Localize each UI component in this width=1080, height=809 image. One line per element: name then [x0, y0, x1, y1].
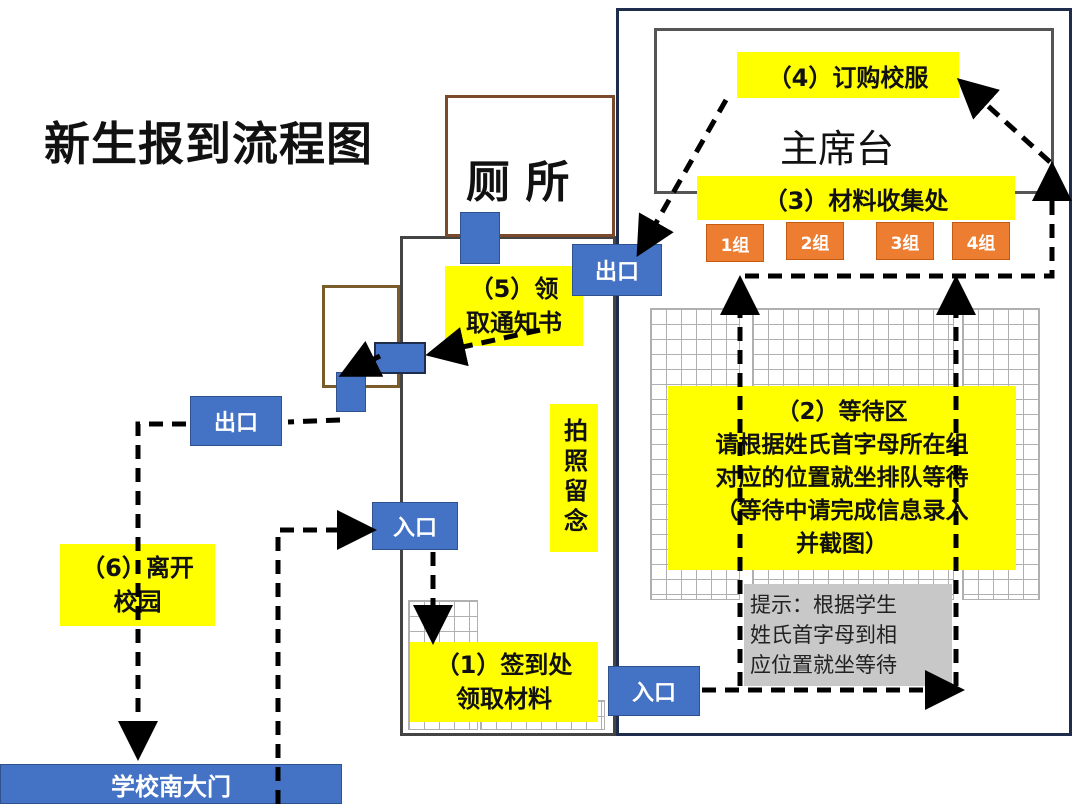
- step-2-line-3: 对应的位置就坐排队等待: [715, 464, 969, 491]
- group-4-badge: 4组: [952, 222, 1010, 260]
- step-1-line-1: （1）签到处: [435, 651, 573, 679]
- step-3-collection: （3）材料收集处: [697, 176, 1015, 220]
- middle-building: [400, 236, 616, 736]
- photo-spot-label: 拍照留念: [550, 404, 598, 552]
- hint-box: 提示：根据学生 姓氏首字母到相 应位置就坐等待: [744, 584, 952, 686]
- step-2-line-4: （等待中请完成信息录入: [715, 497, 969, 524]
- group-3-badge: 3组: [876, 222, 934, 260]
- arrow-entrance-to-signin: [275, 510, 377, 804]
- entrance-middle: 入口: [372, 502, 458, 550]
- step-2-line-5: 并截图）: [796, 530, 888, 557]
- hint-line-1: 提示：根据学生: [750, 593, 897, 617]
- exit-left: 出口: [190, 396, 282, 446]
- step-5-line-2: 取通知书: [466, 309, 562, 337]
- door-small-room-bottom: [336, 372, 366, 412]
- exit-main-hall: 出口: [572, 244, 662, 296]
- step-1-line-2: 领取材料: [456, 685, 552, 713]
- toilet-room: [445, 95, 615, 237]
- step-6-line-1: （6）离开: [81, 554, 194, 582]
- entrance-main-hall: 入口: [608, 666, 700, 716]
- step-2-line-1: （2）等待区: [776, 398, 908, 425]
- group-1-badge: 1组: [706, 224, 764, 262]
- door-small-room-top: [374, 342, 426, 374]
- step-2-waiting: （2）等待区 请根据姓氏首字母所在组 对应的位置就坐排队等待 （等待中请完成信息…: [668, 386, 1016, 570]
- door-toilet: [460, 212, 500, 264]
- stage-label: 主席台: [780, 127, 895, 171]
- step-6-line-2: 校园: [113, 588, 162, 616]
- step-5-notice: （5）领 取通知书: [445, 266, 583, 346]
- step-6-leave: （6）离开 校园: [60, 544, 215, 626]
- arrow-door-to-exit: [287, 417, 341, 425]
- step-4-uniform: （4）订购校服: [737, 52, 959, 98]
- main-hall: [616, 8, 1072, 736]
- page-title: 新生报到流程图: [44, 117, 373, 171]
- south-gate: 学校南大门: [0, 764, 342, 804]
- step-5-line-1: （5）领: [469, 275, 559, 303]
- step-1-signin: （1）签到处 领取材料: [410, 642, 598, 722]
- toilet-label: 厕 所: [466, 157, 570, 208]
- group-2-badge: 2组: [786, 222, 844, 260]
- hint-line-2: 姓氏首字母到相: [750, 623, 897, 647]
- step-2-line-2: 请根据姓氏首字母所在组: [715, 431, 969, 458]
- hint-line-3: 应位置就坐等待: [750, 653, 897, 677]
